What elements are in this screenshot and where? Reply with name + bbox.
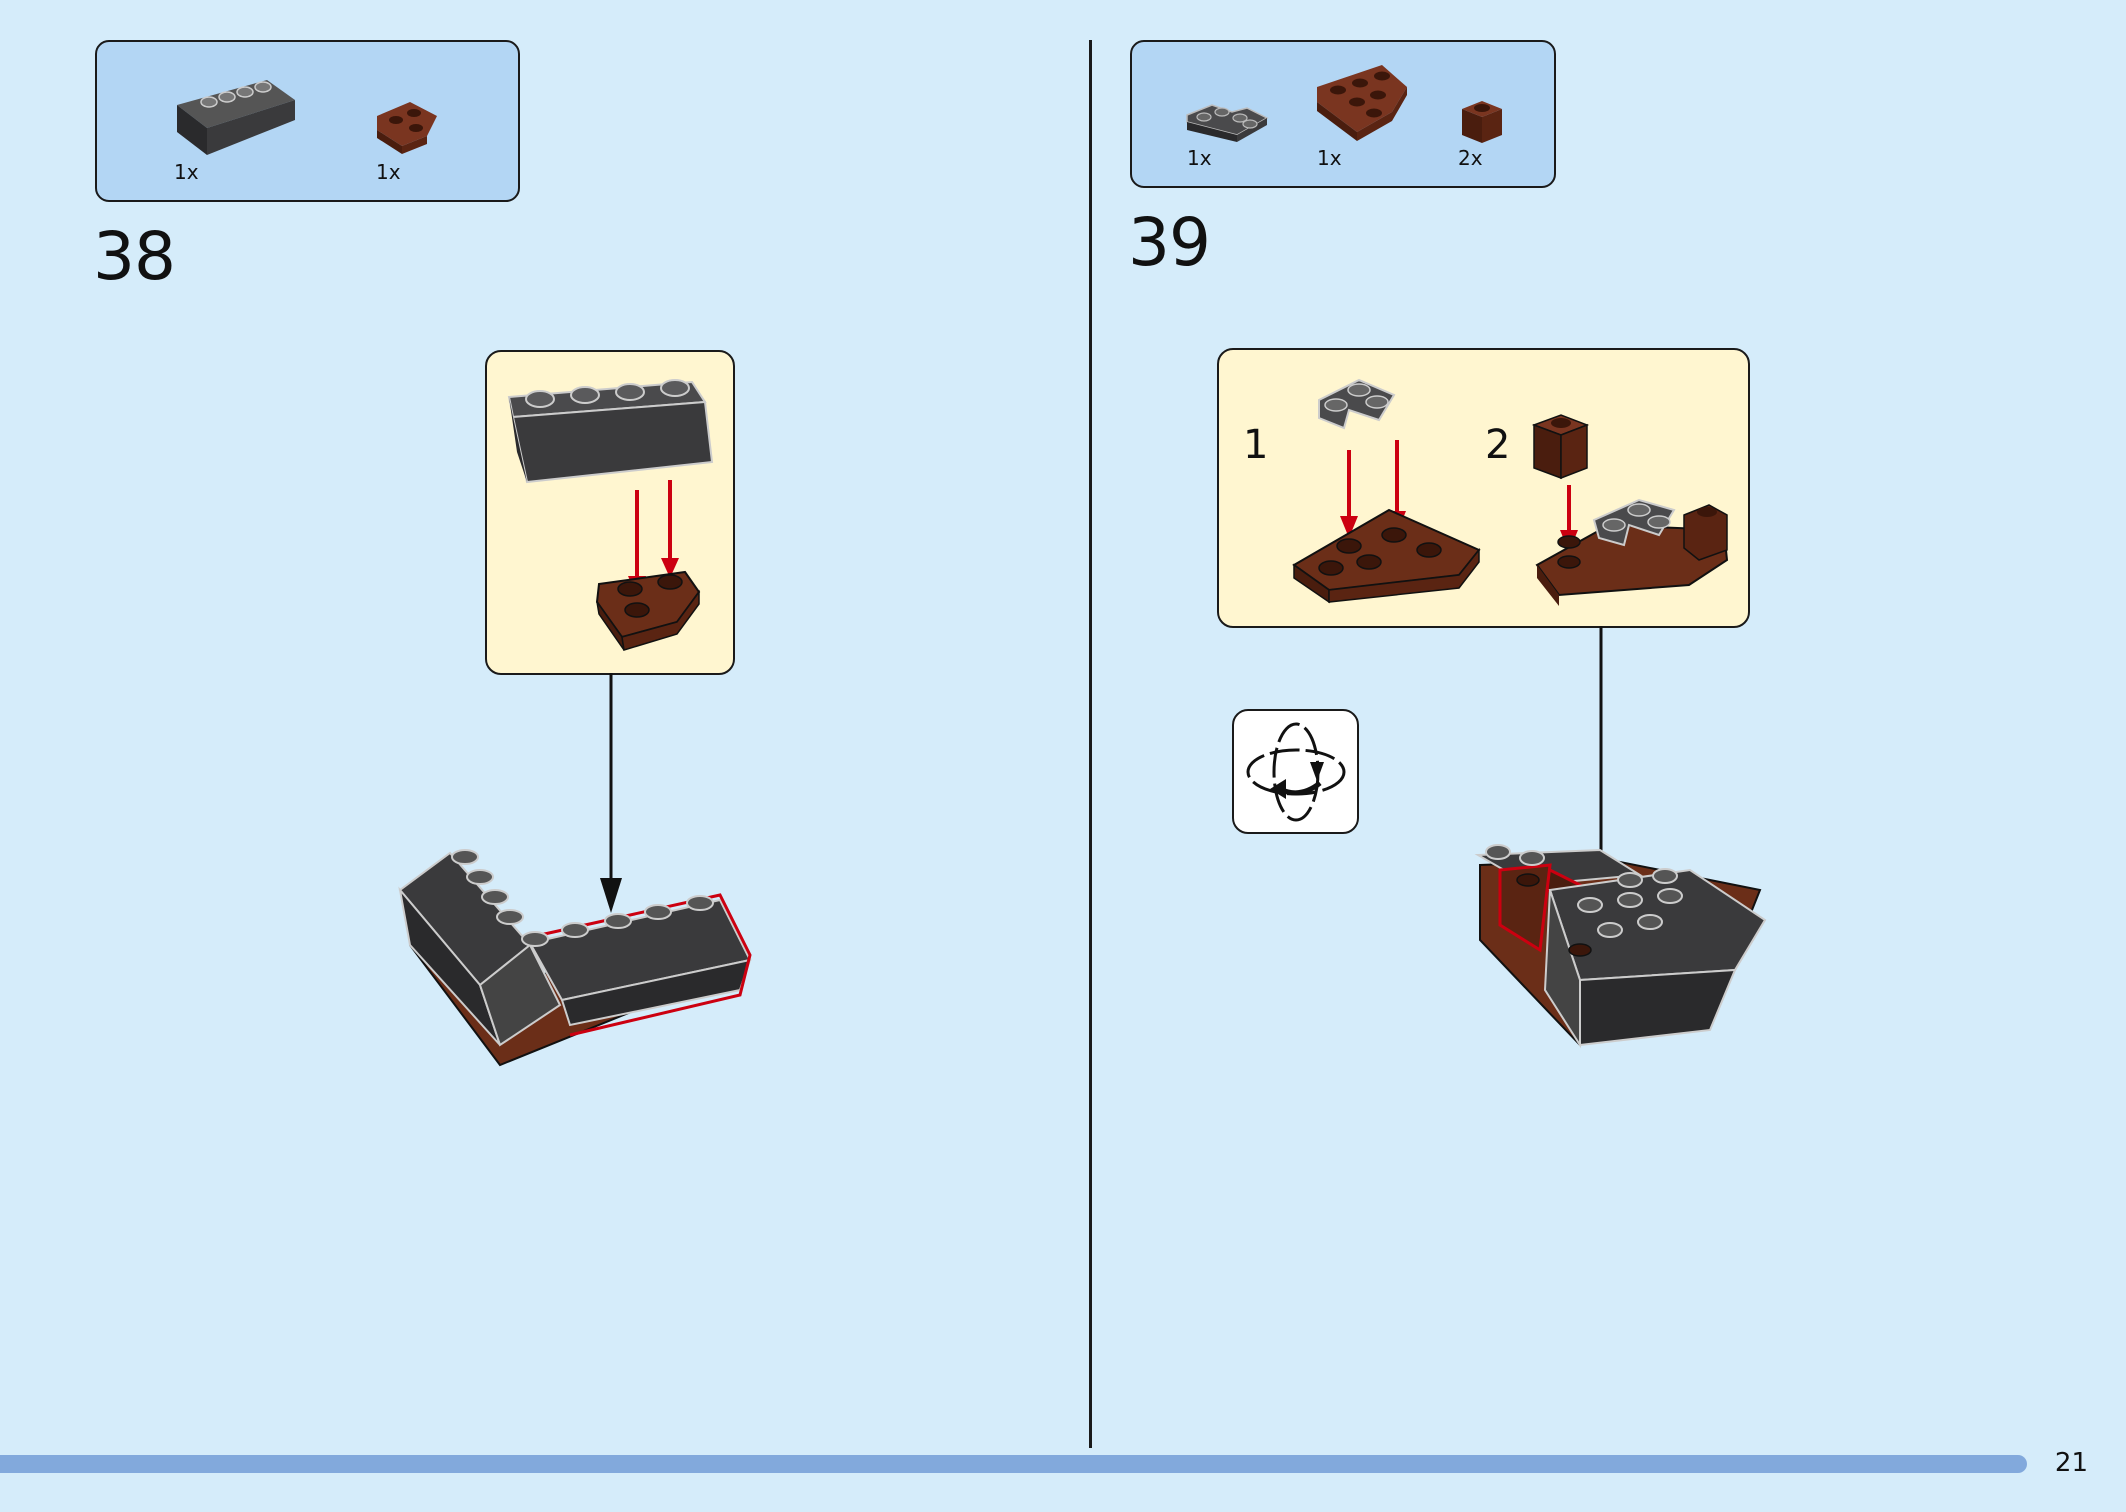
part-qty: 1x (174, 160, 199, 184)
sub-assembly-callout (485, 350, 735, 675)
part-qty: 1x (376, 160, 401, 184)
part-qty: 1x (1317, 146, 1342, 170)
sub-step-number: 2 (1485, 422, 1511, 468)
callout-illustration (507, 379, 714, 651)
page-number: 21 (2054, 1448, 2088, 1478)
sub-assembly-callout: 1 2 (1217, 348, 1750, 628)
placement-arrow (600, 673, 622, 913)
dark-gray-corner-plate-icon (1186, 104, 1269, 142)
part-qty: 2x (1458, 146, 1483, 170)
parts-list-step-38: 1x 1x (95, 40, 520, 202)
part-qty: 1x (1187, 146, 1212, 170)
brown-wedge-plate-large-icon (1317, 65, 1407, 141)
dark-gray-slope-brick-icon (177, 80, 295, 155)
rotate-model-icon (1232, 709, 1359, 834)
model-step-38 (398, 849, 752, 1067)
step-number: 39 (1128, 204, 1211, 281)
step-number: 38 (93, 218, 176, 295)
brown-wedge-plate-icon (377, 102, 437, 154)
brown-brick-1x1-icon (1462, 101, 1502, 143)
progress-bar (0, 1455, 2027, 1473)
callout-illustration (1292, 378, 1729, 606)
sub-step-number: 1 (1243, 422, 1269, 468)
parts-list-step-39: 1x 1x 2x (1130, 40, 1556, 188)
page-divider (1089, 40, 1092, 1448)
model-step-39 (1474, 844, 1767, 1049)
